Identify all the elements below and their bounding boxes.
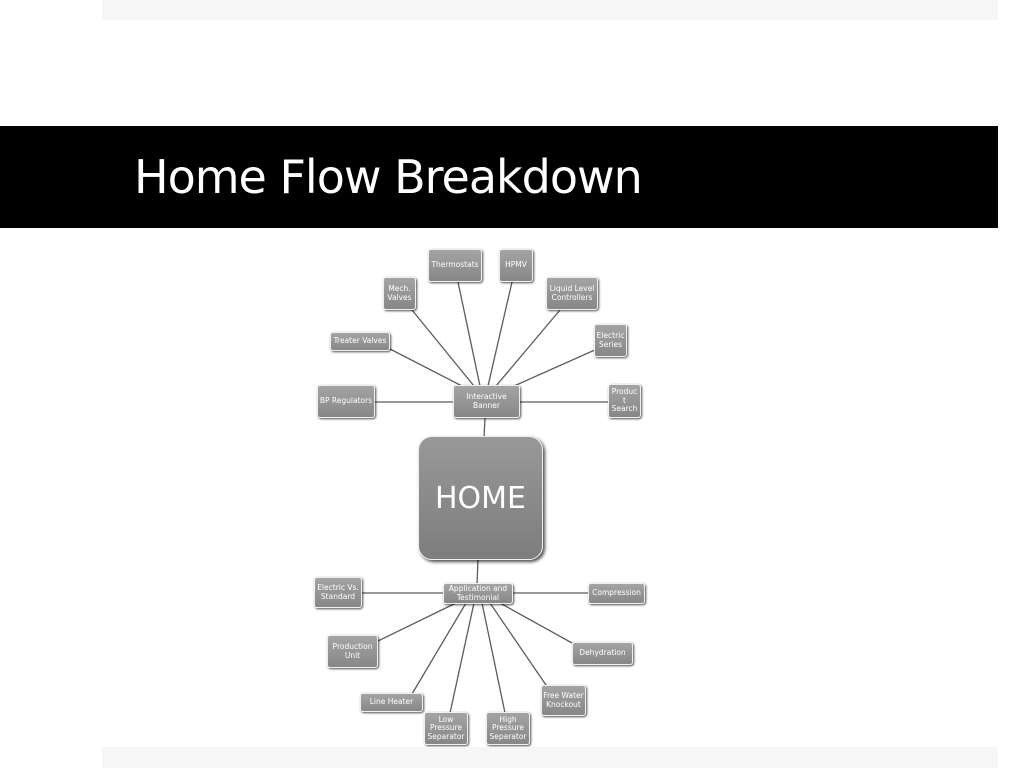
bottom-strip xyxy=(102,747,998,768)
application-testimonial-node: Application and Testimonial xyxy=(443,583,513,604)
edge-treater-valves xyxy=(389,348,463,387)
edge-hpmv xyxy=(487,281,513,387)
edge-high-pressure-separator xyxy=(481,602,506,714)
edge-line-heater xyxy=(411,602,467,695)
line-heater-node: Line Heater xyxy=(360,693,423,712)
treater-valves-node: Treater Valves xyxy=(330,332,390,351)
edge-liquid-level xyxy=(495,309,561,387)
edge-thermostats xyxy=(457,281,481,387)
edge-free-water-knockout xyxy=(489,602,549,689)
edge-electric-series xyxy=(513,348,598,387)
edge-dehydration xyxy=(499,602,573,644)
slide-title: Home Flow Breakdown xyxy=(134,150,643,204)
bp-regulators-node: BP Regulators xyxy=(317,385,375,418)
interactive-banner-node: Interactive Banner xyxy=(453,385,520,418)
edge-home-lower-hub xyxy=(476,558,479,585)
edge-home-upper-hub xyxy=(483,417,486,438)
production-unit-node: Production Unit xyxy=(327,635,378,668)
dehydration-node: Dehydration xyxy=(572,642,633,665)
thermostats-node: Thermostats xyxy=(428,249,482,282)
high-pressure-separator-node: High Pressure Separator xyxy=(486,712,530,745)
home-node: HOME xyxy=(418,436,543,560)
compression-node: Compression xyxy=(588,583,645,604)
top-strip xyxy=(102,0,998,20)
electric-vs-standard-node: Electric Vs. Standard xyxy=(314,577,362,608)
low-pressure-separator-node: Low Pressure Separator xyxy=(424,712,468,745)
edge-mech-valves xyxy=(411,309,475,387)
hpmv-node: HPMV xyxy=(499,249,533,282)
edge-production-unit xyxy=(377,602,457,642)
title-band xyxy=(0,126,998,228)
electric-series-node: Electric Series xyxy=(594,324,627,357)
mech-valves-node: Mech. Valves xyxy=(383,277,416,310)
free-water-knockout-node: Free Water Knockout xyxy=(541,685,586,716)
edge-low-pressure-separator xyxy=(449,602,475,714)
product-search-node: Produc t Search xyxy=(608,384,641,418)
liquid-level-controllers-node: Liquid Level Controllers xyxy=(546,277,598,310)
